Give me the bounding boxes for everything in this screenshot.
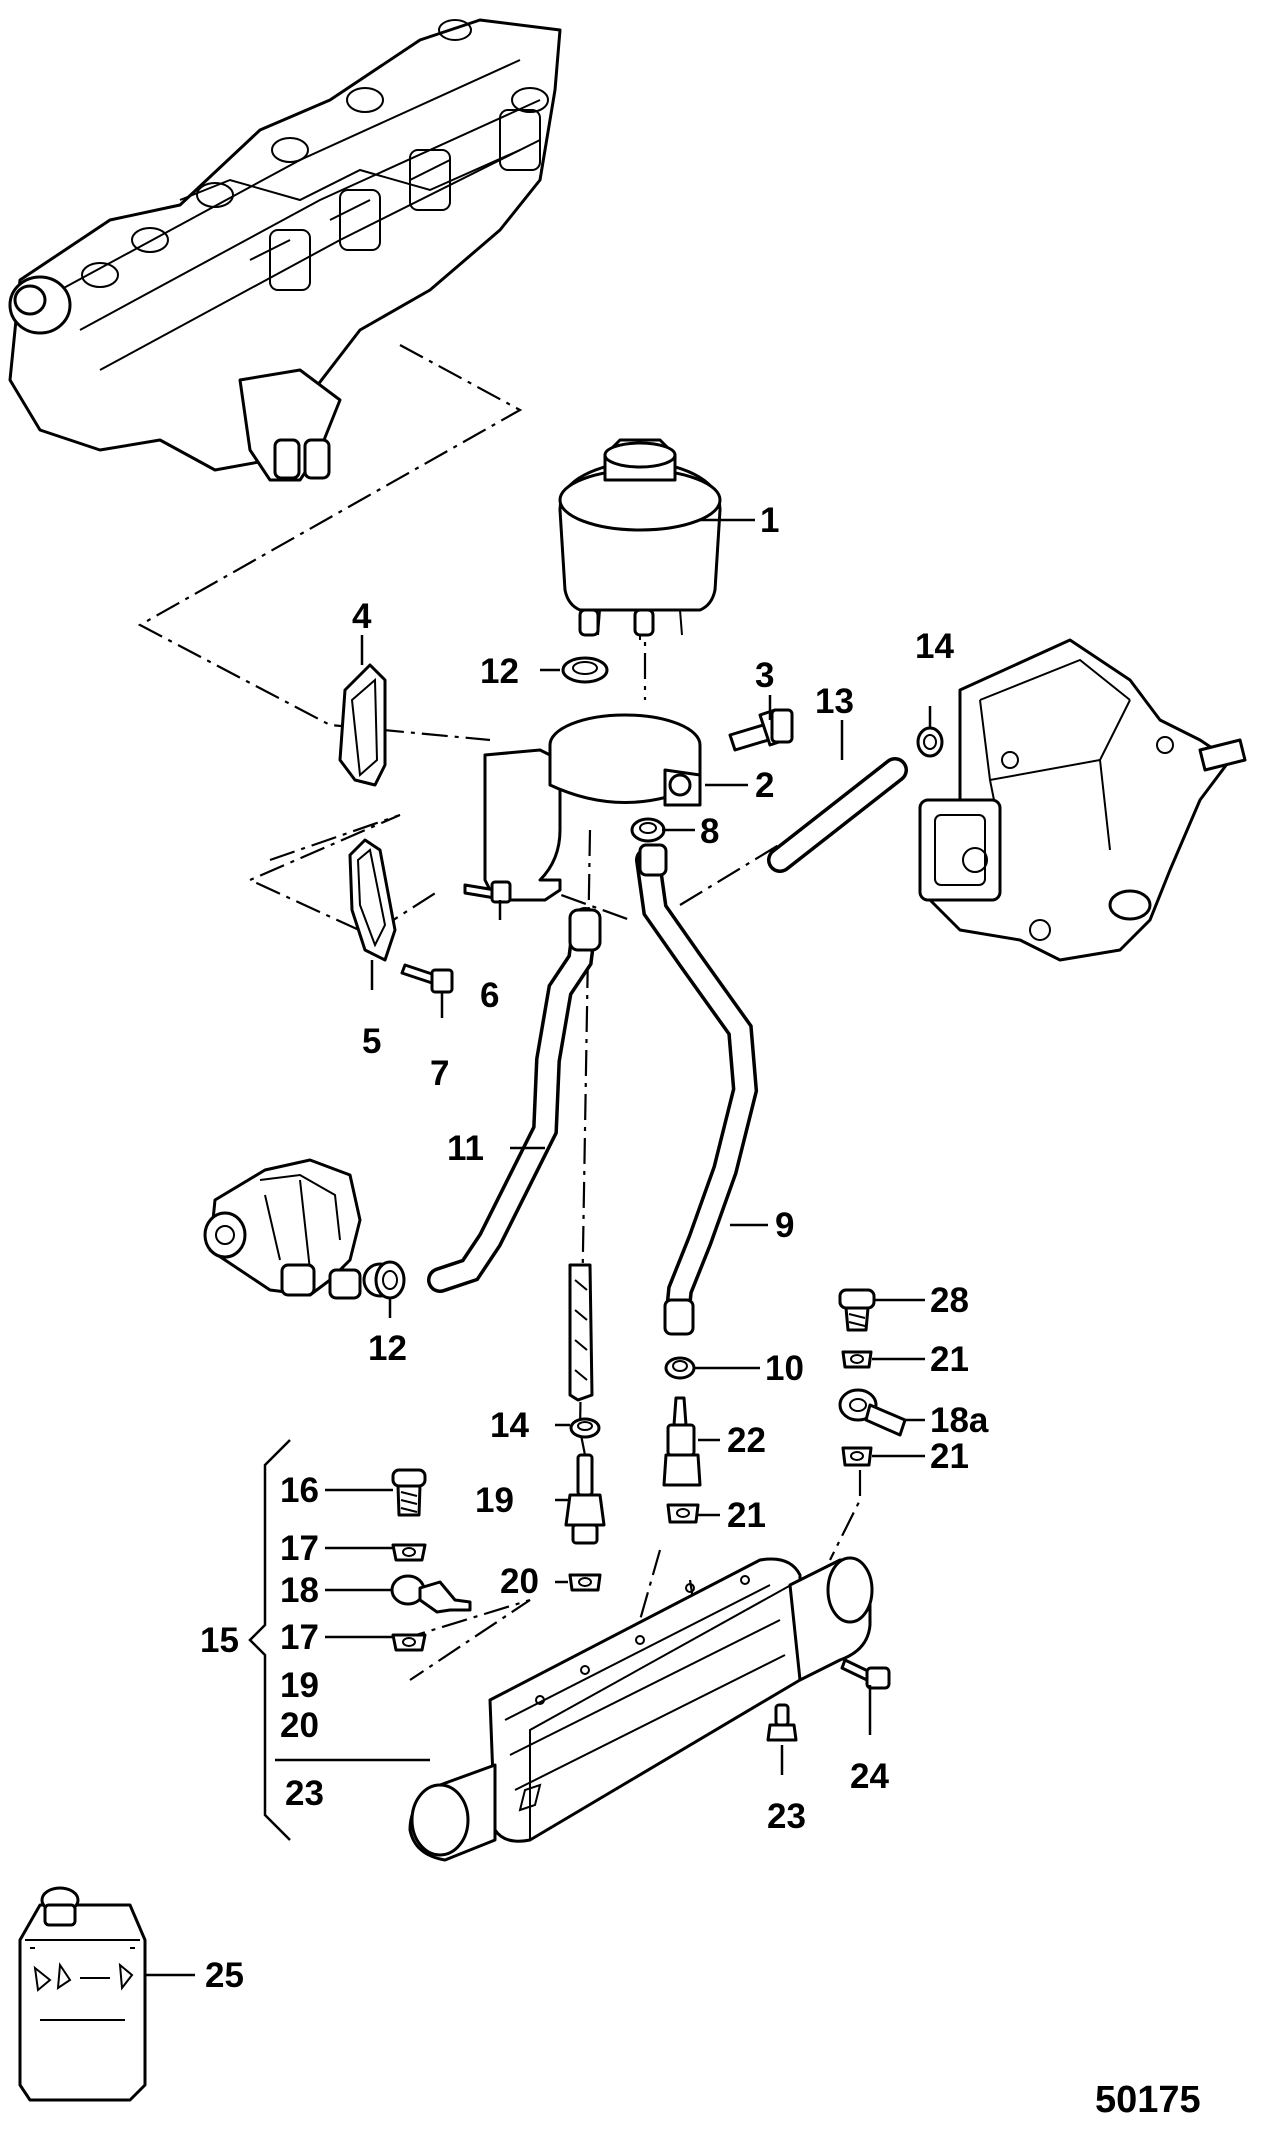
- callout-14-bottom: 14: [490, 1406, 529, 1445]
- kit-15-parts: [390, 1468, 472, 1652]
- callout-8: 8: [700, 812, 719, 851]
- callout-21-a: 21: [727, 1496, 766, 1535]
- hose-clamp-8: [630, 817, 666, 843]
- bolt-24: [840, 1658, 891, 1690]
- bolt-7: [400, 963, 454, 994]
- banjo-fitting-18a: [838, 1388, 907, 1437]
- callout-12-top: 12: [480, 652, 519, 691]
- reservoir: [558, 438, 722, 640]
- callout-7: 7: [430, 1054, 449, 1093]
- callout-18a: 18a: [930, 1401, 989, 1440]
- callout-13: 13: [815, 682, 854, 721]
- callout-25: 25: [205, 1956, 244, 1995]
- hose-clamp-12-bottom: [374, 1260, 406, 1300]
- callout-3: 3: [755, 656, 774, 695]
- callout-20-group: 20: [280, 1706, 319, 1745]
- callout-11: 11: [447, 1129, 484, 1168]
- callout-labels: 1 2 3 4 5 6 7 8 9 10 11 12 12 13 14 14 1…: [200, 501, 989, 1995]
- callout-19: 19: [475, 1481, 514, 1520]
- hose-9: [635, 843, 759, 1336]
- drain-plug-23: [766, 1703, 798, 1742]
- gasket-4: [338, 663, 387, 787]
- callout-2: 2: [755, 766, 774, 805]
- callout-6: 6: [480, 976, 499, 1015]
- reference-lines: [137, 344, 901, 1681]
- bolt-3: [728, 708, 794, 752]
- callout-23-group: 23: [285, 1774, 324, 1813]
- washer-20: [568, 1573, 602, 1592]
- hose-11: [427, 907, 602, 1293]
- callout-20: 20: [500, 1562, 539, 1601]
- callout-18: 18: [280, 1571, 319, 1610]
- figure-number: 50175: [1095, 2079, 1201, 2121]
- oil-cooler: [408, 1556, 874, 1862]
- pipe-stub: [568, 1263, 594, 1402]
- callout-17-a: 17: [280, 1529, 319, 1568]
- washer-21-b: [841, 1350, 873, 1369]
- callout-19-group: 19: [280, 1666, 319, 1705]
- hose-clamp-14-top: [916, 726, 944, 758]
- callout-15: 15: [200, 1621, 239, 1660]
- callout-21-b: 21: [930, 1340, 969, 1379]
- callout-23: 23: [767, 1797, 806, 1836]
- callout-28: 28: [930, 1281, 969, 1320]
- injection-pump: [918, 638, 1247, 962]
- leader-lines: [145, 518, 932, 1977]
- callout-16: 16: [280, 1471, 319, 1510]
- fitting-22: [662, 1396, 702, 1487]
- callout-4: 4: [352, 597, 372, 636]
- fitting-19: [564, 1453, 606, 1545]
- callout-14-top: 14: [915, 627, 954, 666]
- group-15-bracket: [248, 1439, 291, 1841]
- hose-clamp-12-top: [561, 656, 609, 684]
- callout-10: 10: [765, 1349, 804, 1388]
- callout-17-b: 17: [280, 1618, 319, 1657]
- hose-13: [767, 757, 908, 873]
- power-steering-pump: [203, 1158, 398, 1300]
- gasket-5: [348, 838, 397, 962]
- bolt-28: [838, 1288, 876, 1332]
- reservoir-bracket: [483, 713, 702, 902]
- hose-clamp-10: [664, 1356, 696, 1380]
- callout-12-bottom: 12: [368, 1329, 407, 1368]
- callout-22: 22: [727, 1421, 766, 1460]
- washer-21-a: [666, 1503, 700, 1524]
- callout-1: 1: [760, 501, 779, 540]
- callout-5: 5: [362, 1022, 381, 1061]
- fluid-bottle: [18, 1886, 147, 2102]
- callout-9: 9: [775, 1206, 794, 1245]
- engine-cylinder-head: [8, 18, 562, 482]
- hose-clamp-14-bottom: [569, 1417, 601, 1439]
- callout-21-c: 21: [930, 1437, 969, 1476]
- bolt-6: [463, 880, 512, 904]
- washer-21-c: [841, 1446, 873, 1467]
- callout-24: 24: [850, 1757, 889, 1796]
